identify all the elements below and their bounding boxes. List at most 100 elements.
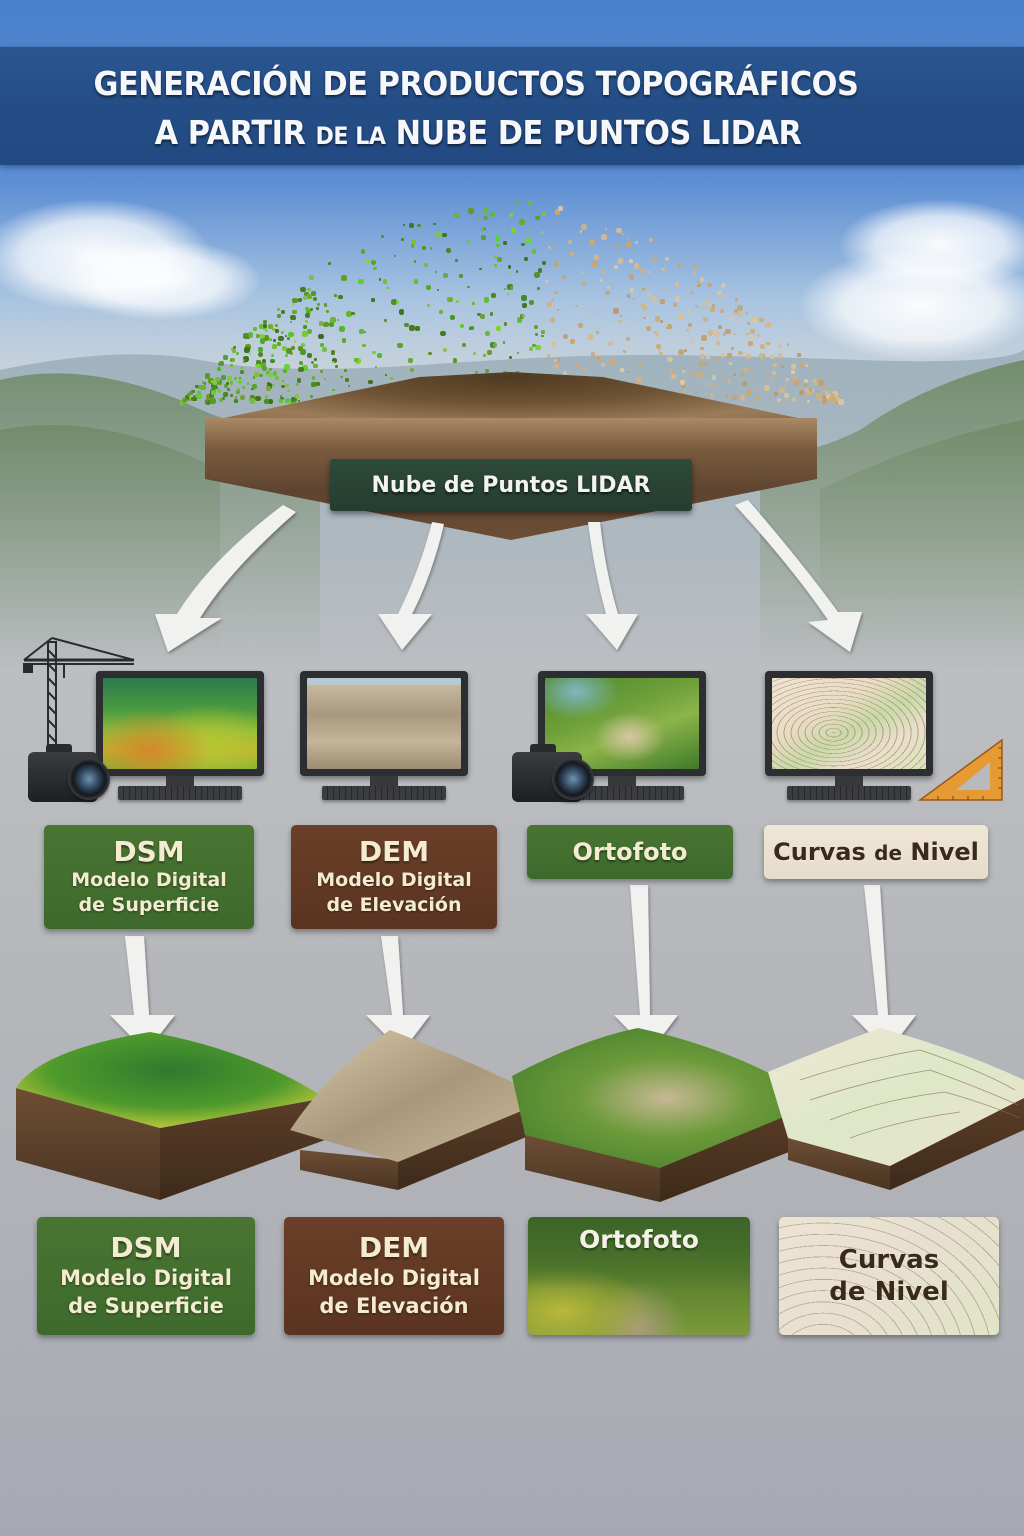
lidar-point	[569, 251, 574, 257]
lidar-point	[647, 270, 650, 273]
lidar-point	[481, 226, 486, 232]
lidar-point	[623, 350, 627, 354]
title-banner	[0, 47, 1024, 165]
lidar-point	[555, 243, 558, 246]
lidar-point	[798, 389, 805, 396]
lidar-point	[340, 275, 347, 282]
lidar-point	[496, 256, 502, 262]
lidar-point	[195, 384, 199, 389]
lidar-point	[213, 381, 218, 386]
lidar-point	[210, 397, 217, 404]
monitor-curvas	[765, 671, 933, 807]
lidar-point	[467, 285, 470, 289]
lidar-point	[701, 306, 705, 310]
lidar-point	[581, 282, 586, 286]
lidar-point	[473, 352, 477, 356]
lidar-point	[534, 272, 541, 279]
lidar-point	[716, 341, 721, 346]
lidar-point	[297, 346, 303, 352]
lidar-point	[285, 383, 289, 388]
lidar-point	[410, 244, 415, 248]
result-label-dem: DEM Modelo Digital de Elevación	[284, 1217, 504, 1335]
lidar-point	[475, 371, 478, 375]
lidar-point	[630, 288, 635, 293]
lidar-point	[707, 330, 714, 336]
lidar-point	[289, 320, 293, 324]
sky-cloud	[60, 240, 260, 320]
lidar-point	[354, 358, 358, 362]
lidar-point	[838, 399, 844, 405]
lidar-point	[777, 352, 784, 359]
lidar-point	[665, 324, 669, 328]
lidar-point	[442, 272, 448, 278]
lidar-point	[771, 380, 774, 383]
lidar-point	[198, 391, 201, 394]
lidar-point	[666, 323, 672, 330]
lidar-point	[233, 376, 238, 381]
lidar-point	[813, 384, 816, 387]
lidar-point	[626, 241, 632, 247]
lidar-point	[378, 278, 382, 281]
lidar-point	[818, 377, 822, 381]
lidar-point	[799, 362, 805, 369]
lidar-point	[259, 323, 265, 329]
lidar-point	[305, 320, 309, 324]
lidar-point	[302, 365, 309, 371]
lidar-point	[332, 388, 335, 391]
lidar-point	[512, 208, 516, 212]
lidar-point	[308, 274, 314, 280]
lidar-point	[554, 359, 557, 363]
lidar-point	[454, 258, 459, 263]
lidar-point	[259, 373, 263, 378]
lidar-point	[613, 308, 619, 314]
lidar-point	[731, 394, 737, 400]
lidar-point	[703, 362, 708, 366]
lidar-point	[583, 367, 587, 372]
lidar-point	[659, 320, 663, 324]
lidar-point	[752, 389, 755, 392]
lidar-point	[459, 274, 463, 279]
lidar-point	[779, 360, 782, 363]
lidar-point	[393, 254, 396, 257]
lidar-point	[226, 388, 230, 391]
lidar-point	[694, 304, 698, 308]
lidar-point	[791, 397, 797, 402]
monitor-dem	[300, 671, 468, 807]
lidar-point	[486, 349, 492, 356]
lidar-point	[766, 341, 771, 346]
lidar-point	[643, 316, 646, 320]
lidar-point	[313, 363, 318, 369]
lidar-point	[727, 379, 732, 384]
dem-abbr: DEM	[358, 835, 430, 868]
lidar-point	[550, 341, 556, 348]
lidar-point	[549, 317, 556, 323]
lidar-point	[604, 227, 608, 230]
lidar-point	[668, 368, 673, 373]
lidar-point	[413, 260, 416, 263]
lidar-point	[516, 351, 519, 354]
lidar-point	[344, 377, 349, 382]
lidar-point	[192, 394, 196, 398]
lidar-point	[652, 257, 657, 263]
lidar-point	[502, 341, 505, 344]
lidar-point	[605, 291, 610, 296]
lidar-point	[542, 212, 547, 217]
lidar-point	[257, 351, 264, 358]
lidar-point	[580, 270, 584, 274]
lidar-point	[276, 341, 281, 346]
lidar-point	[671, 373, 677, 379]
lidar-point	[661, 267, 665, 271]
lidar-point	[191, 397, 196, 402]
lidar-point	[503, 322, 508, 326]
lidar-point	[217, 366, 222, 371]
lidar-point	[827, 393, 830, 396]
lidar-point	[646, 292, 651, 297]
lidar-point	[607, 340, 613, 346]
lidar-point	[235, 352, 240, 356]
lidar-point	[790, 364, 796, 370]
lidar-point	[816, 393, 823, 399]
lidar-point	[778, 344, 783, 348]
lidar-point	[582, 326, 586, 330]
lidar-point	[249, 398, 256, 404]
lidar-point	[626, 370, 630, 374]
